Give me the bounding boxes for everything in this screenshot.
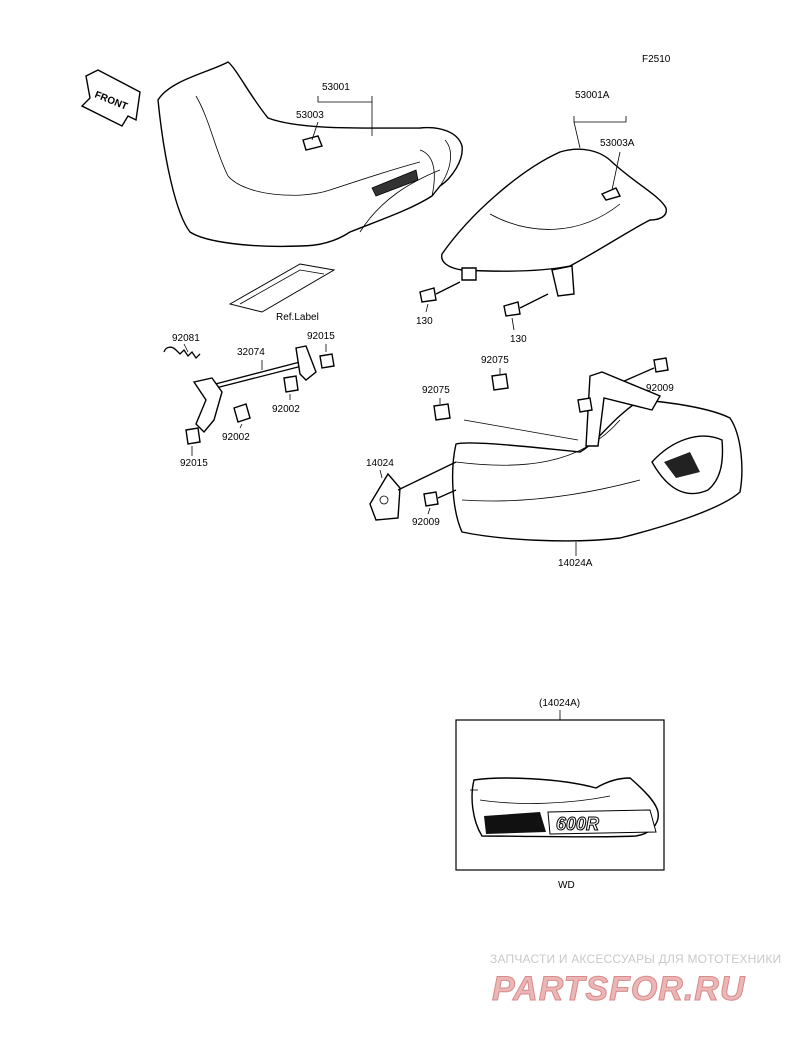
tail-cowl	[451, 371, 743, 542]
label-92075-right: 92075	[481, 355, 509, 366]
front-arrow-icon: FRONT	[80, 69, 141, 127]
label-53001a: 53001A	[575, 90, 610, 101]
label-32074: 32074	[237, 347, 265, 358]
label-92075-left: 92075	[422, 385, 450, 396]
nut-92015-lower	[185, 427, 201, 445]
label-92009-upper: 92009	[646, 383, 674, 394]
lock-lever	[192, 377, 223, 434]
clip-92075-right	[491, 373, 509, 391]
label-14024: 14024	[366, 458, 394, 469]
label-53003: 53003	[296, 110, 324, 121]
label-92002-lower: 92002	[222, 432, 250, 443]
clip-92075-left	[433, 403, 451, 421]
bolt-130-left	[419, 281, 461, 303]
detail-cowl: 600R	[470, 777, 659, 838]
label-92015-top: 92015	[307, 331, 335, 342]
watermark-tagline: ЗАПЧАСТИ И АКСЕССУАРЫ ДЛЯ МОТОТЕХНИКИ	[490, 952, 781, 966]
label-92002-center: 92002	[272, 404, 300, 415]
cowl-bracket	[369, 472, 401, 521]
detail-title: (14024A)	[539, 698, 580, 709]
rear-seat	[441, 148, 667, 297]
label-53003a: 53003A	[600, 138, 635, 149]
bolt-92009-upper	[653, 357, 669, 373]
ref-label-plate	[228, 263, 336, 313]
damper-92002-lower	[233, 403, 251, 423]
front-seat	[157, 61, 463, 248]
label-130-left: 130	[416, 316, 433, 327]
damper-92002-center	[283, 375, 299, 393]
label-53001: 53001	[322, 82, 350, 93]
nut-92015-top	[319, 353, 335, 369]
figure-code: F2510	[642, 54, 671, 65]
label-14024a: 14024A	[558, 558, 593, 569]
watermark-logo: PARTSFOR.RU	[492, 970, 746, 1008]
lock-hook	[295, 345, 317, 381]
label-ref-label: Ref.Label	[276, 312, 319, 323]
bolt-92009-lower	[423, 491, 439, 507]
detail-caption: WD	[558, 880, 575, 891]
label-92081: 92081	[172, 333, 200, 344]
bolt-130-right	[503, 293, 549, 317]
label-92015-lower: 92015	[180, 458, 208, 469]
label-92009-lower: 92009	[412, 517, 440, 528]
detail-model-text: 600R	[556, 814, 599, 834]
label-130-right: 130	[510, 334, 527, 345]
